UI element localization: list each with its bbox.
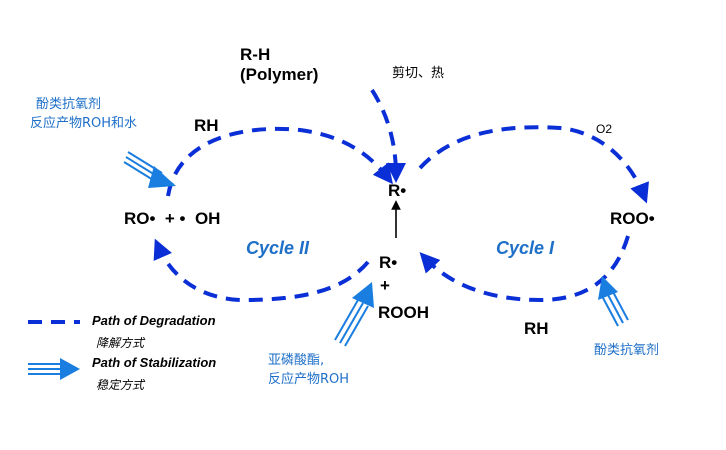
cycle-i-label: Cycle I (496, 238, 555, 258)
legend-degradation-label: Path of Degradation (92, 313, 216, 328)
plus-center-label: + (380, 276, 390, 295)
ro-oh-label: RO• + • OH (124, 209, 220, 228)
phenolic-left-line1: 酚类抗氧剂 (36, 97, 101, 112)
rh-polymer-label-2: (Polymer) (240, 65, 318, 84)
rh-polymer-label-1: R-H (240, 45, 270, 64)
roo-label: ROO• (610, 209, 655, 228)
rh-left-label: RH (194, 116, 219, 135)
phosphite-line1: 亚磷酸酯, (268, 353, 324, 368)
phenolic-right-label: 酚类抗氧剂 (594, 343, 659, 358)
legend-stabilization-label: Path of Stabilization (92, 355, 216, 370)
right-bottom-arc (419, 235, 630, 303)
oxygen-label: O2 (596, 122, 612, 136)
legend-stabilization-cn: 稳定方式 (96, 378, 146, 392)
stabilization-arrow-center (334, 282, 374, 347)
cycle-ii-label: Cycle II (246, 238, 310, 258)
legend-degradation-cn: 降解方式 (96, 336, 146, 350)
radical-center-label: R• (379, 253, 397, 272)
left-bottom-arc (153, 238, 370, 303)
rh-right-label: RH (524, 319, 549, 338)
rh-left-top-arc (166, 126, 393, 197)
polymer-to-radical-arrow (370, 88, 406, 183)
phosphite-line2: 反应产物ROH (268, 371, 349, 387)
rooh-label: ROOH (378, 303, 429, 322)
right-top-arc (418, 125, 649, 204)
radical-top-label: R• (388, 181, 406, 200)
phenolic-left-line2: 反应产物ROH和水 (30, 115, 137, 131)
shear-heat-label: 剪切、热 (392, 65, 444, 81)
stabilization-arrow-left (123, 151, 176, 188)
stabilization-arrow-right (598, 276, 629, 327)
legend-stabilization-symbol (28, 358, 80, 380)
